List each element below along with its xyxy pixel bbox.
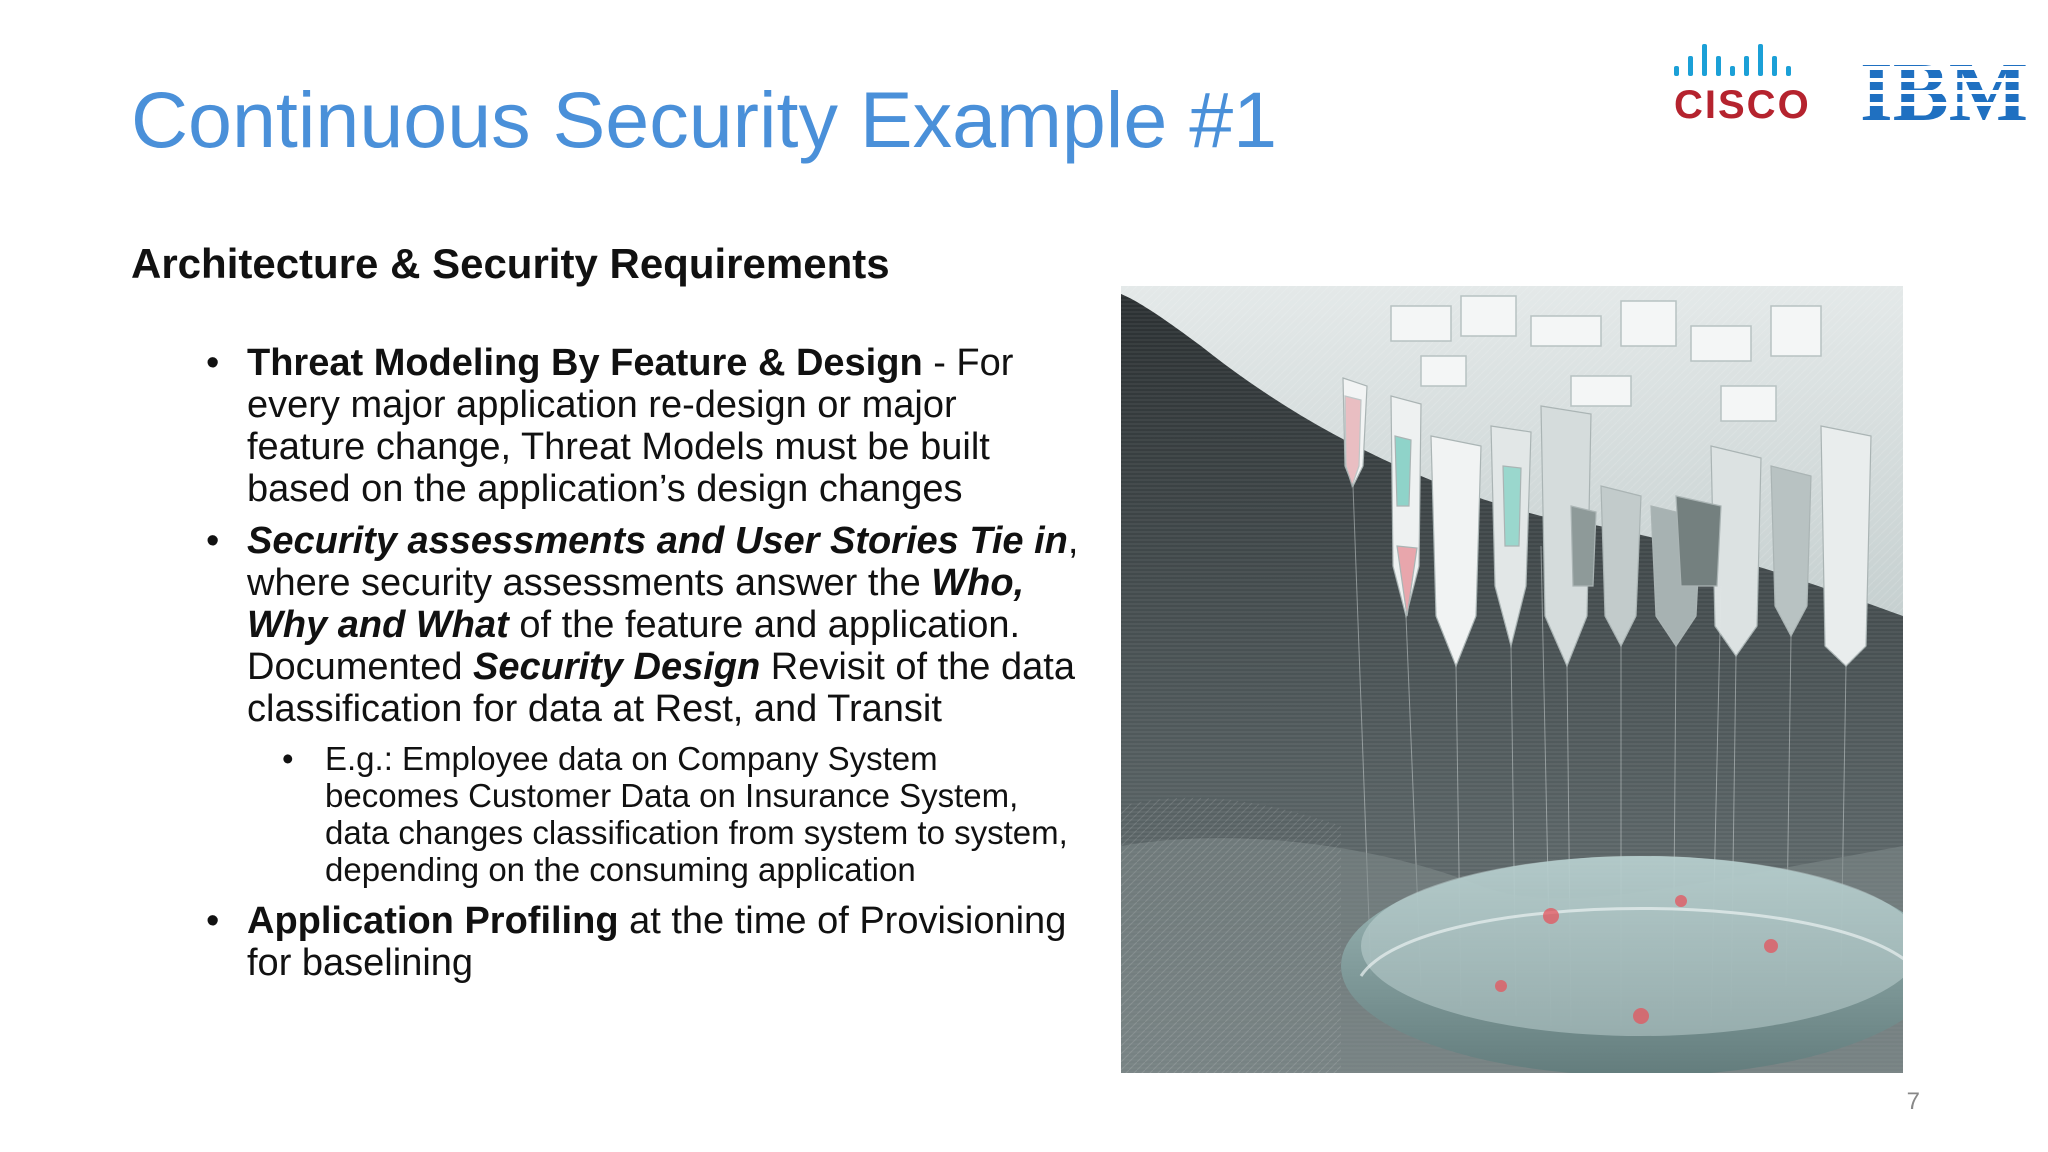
inverted-city-illustration [1121, 286, 1903, 1073]
section-heading: Architecture & Security Requirements [131, 240, 890, 287]
bullet-emphasis-text: Security Design [473, 646, 761, 688]
bullet-marker: • [206, 520, 220, 562]
sub-bullet-example: • E.g.: Employee data on Company System … [278, 740, 1080, 888]
bullet-text: - For every major application re-design … [247, 342, 1014, 510]
bullet-application-profiling: • Application Profiling at the time of P… [200, 900, 1080, 984]
bullet-marker: • [282, 740, 294, 777]
bullet-text: at the time of Provisioning for baselini… [247, 900, 1067, 984]
bullet-emphasis-text: Who, Why and What [247, 562, 1025, 646]
slide-title: Continuous Security Example #1 [131, 75, 1278, 164]
bullet-emphasis-text: Security assessments and User Stories Ti… [247, 520, 1068, 562]
bullet-security-assessments: • Security assessments and User Stories … [200, 520, 1080, 730]
ibm-wordmark: IBM [1860, 46, 2028, 130]
bullet-list: • Threat Modeling By Feature & Design - … [200, 342, 1080, 994]
bullet-bold-text: Application Profiling [247, 900, 619, 942]
bullet-marker: • [206, 342, 220, 384]
cisco-wordmark: CISCO [1674, 83, 1811, 127]
ibm-logo: IBM [1858, 46, 2034, 130]
logos: CISCO IBM [1674, 44, 2034, 130]
bullet-marker: • [206, 900, 220, 942]
bullet-threat-modeling: • Threat Modeling By Feature & Design - … [200, 342, 1080, 510]
cisco-logo: CISCO [1674, 44, 1811, 127]
bullet-text: , where security assessments answer the [247, 520, 1079, 604]
bullet-bold-text: Threat Modeling By Feature & Design [247, 342, 923, 384]
bullet-text: of the feature and application. Document… [247, 604, 1021, 688]
bullet-text: Revisit of the data classification for d… [247, 646, 1075, 730]
sub-bullet-text: E.g.: Employee data on Company System be… [325, 740, 1068, 888]
cisco-bars-icon [1674, 44, 1791, 76]
page-number: 7 [1906, 1088, 1920, 1115]
